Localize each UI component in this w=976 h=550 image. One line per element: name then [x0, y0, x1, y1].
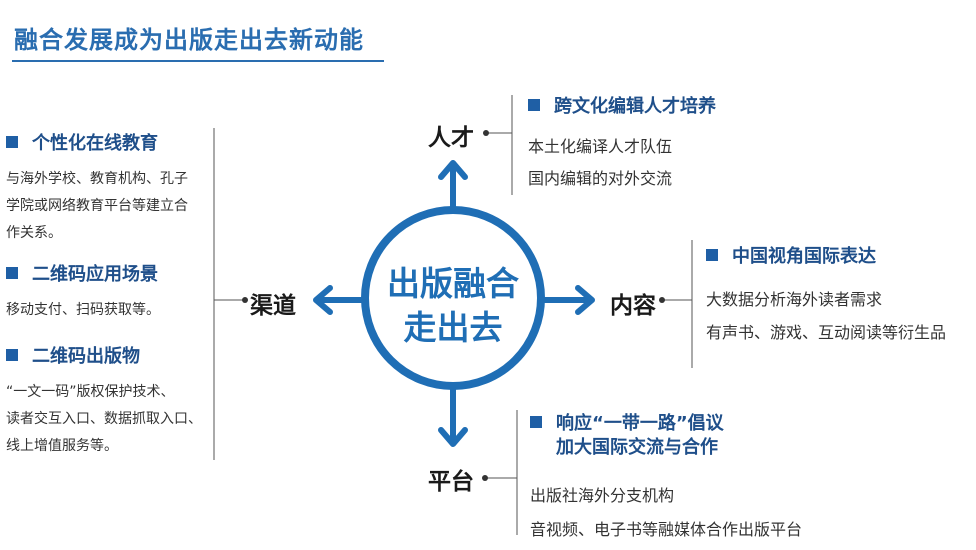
channels-line: 学院或网络教育平台等建立合 — [6, 198, 188, 214]
node-platform: 平台 — [428, 469, 474, 495]
talent-item: 国内编辑的对外交流 — [528, 169, 673, 188]
arrow-down — [438, 385, 468, 447]
channels-line: 读者交互入口、数据抓取入口、 — [6, 411, 202, 427]
arrow-left — [313, 285, 366, 315]
connector-channels — [213, 128, 244, 460]
channels-line: 移动支付、扫码获取等。 — [6, 302, 160, 318]
content-heading: 中国视角国际表达 — [706, 245, 946, 269]
connector-dot-platform — [482, 475, 488, 481]
center-label: 出版融合 走出去 — [368, 262, 538, 350]
node-talent: 人才 — [428, 125, 474, 151]
channels-line: “一文一码”版权保护技术、 — [6, 384, 175, 400]
connector-dot-talent — [483, 130, 489, 136]
channels-heading-text: 二维码应用场景 — [32, 264, 158, 285]
bullet-square-icon — [528, 99, 540, 111]
channels-heading-text: 二维码出版物 — [32, 346, 140, 367]
channels-line: 线上增值服务等。 — [6, 438, 118, 454]
bullet-square-icon — [706, 249, 718, 261]
platform-heading-line2: 加大国际交流与合作 — [556, 437, 718, 458]
channels-heading: 二维码应用场景 — [6, 263, 160, 287]
node-content: 内容 — [610, 293, 656, 319]
channels-heading: 二维码出版物 — [6, 345, 202, 369]
node-channels: 渠道 — [250, 293, 296, 319]
platform-heading: 响应“一带一路”倡议 — [530, 412, 802, 436]
talent-heading: 跨文化编辑人才培养 — [528, 95, 716, 119]
page-title: 融合发展成为出版走出去新动能 — [14, 26, 364, 54]
content-section: 中国视角国际表达 大数据分析海外读者需求 有声书、游戏、互动阅读等衍生品 — [706, 245, 946, 343]
arrow-right — [540, 285, 595, 315]
bullet-square-icon — [6, 349, 18, 361]
channels-line: 作关系。 — [6, 225, 62, 241]
talent-section: 跨文化编辑人才培养 本土化编译人才队伍 国内编辑的对外交流 — [528, 95, 716, 189]
channels-section-online-education: 个性化在线教育 与海外学校、教育机构、孔子 学院或网络教育平台等建立合 作关系。 — [6, 132, 188, 242]
talent-item: 本土化编译人才队伍 — [528, 137, 673, 156]
channels-section-qr-publications: 二维码出版物 “一文一码”版权保护技术、 读者交互入口、数据抓取入口、 线上增值… — [6, 345, 202, 455]
arrow-up — [438, 160, 468, 211]
content-item: 有声书、游戏、互动阅读等衍生品 — [706, 323, 947, 342]
platform-section: 响应“一带一路”倡议 加大国际交流与合作 出版社海外分支机构 音视频、电子书等融… — [530, 412, 802, 540]
content-item: 大数据分析海外读者需求 — [706, 290, 883, 309]
connector-dot-content — [659, 297, 665, 303]
bullet-square-icon — [6, 136, 18, 148]
platform-item: 出版社海外分支机构 — [530, 486, 675, 505]
platform-item: 音视频、电子书等融媒体合作出版平台 — [530, 520, 803, 539]
connector-talent — [488, 95, 513, 195]
title-underline — [12, 60, 384, 62]
talent-heading-text: 跨文化编辑人才培养 — [554, 96, 716, 117]
channels-heading: 个性化在线教育 — [6, 132, 188, 156]
channels-line: 与海外学校、教育机构、孔子 — [6, 171, 188, 187]
connector-dot-channels — [242, 297, 248, 303]
content-heading-text: 中国视角国际表达 — [732, 246, 876, 267]
platform-heading-line1: 响应“一带一路”倡议 — [556, 413, 724, 434]
bullet-square-icon — [530, 416, 542, 428]
center-label-line2: 走出去 — [403, 308, 503, 347]
connector-platform — [487, 410, 518, 535]
connector-content — [664, 240, 693, 368]
center-label-line1: 出版融合 — [387, 264, 519, 303]
channels-heading-text: 个性化在线教育 — [32, 133, 158, 154]
bullet-square-icon — [6, 267, 18, 279]
channels-section-qr-scenarios: 二维码应用场景 移动支付、扫码获取等。 — [6, 263, 160, 319]
